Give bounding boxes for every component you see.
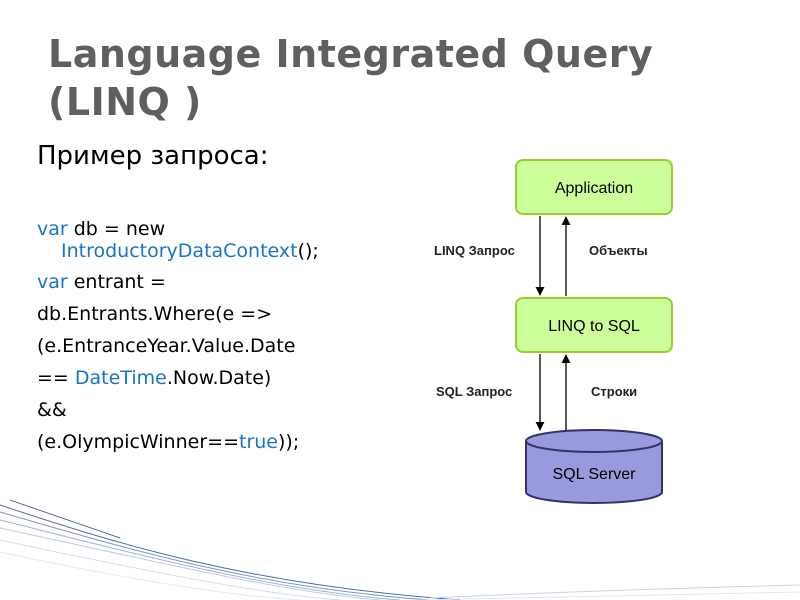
code-keyword: var [37,271,68,293]
code-line-3: var entrant = [37,266,397,298]
sql-query-label: SQL Запрос [436,384,512,399]
code-text: .Now.Date) [166,367,272,389]
code-line-2: IntroductoryDataContext(); [37,240,397,266]
code-line-6: == DateTime.Now.Date) [37,362,397,394]
objects-label: Объекты [589,243,648,258]
code-line-1: var db = new [37,214,397,240]
code-text: entrant = [67,271,166,293]
linq-query-label: LINQ Запрос [434,243,515,258]
code-keyword: true [239,431,278,453]
linq-to-sql-box [515,297,673,353]
linq-architecture-diagram: Application LINQ to SQL LINQ Запрос Объе… [434,159,673,504]
code-line-4: db.Entrants.Where(e => [37,303,273,325]
code-line-8: (e.OlympicWinner==true)); [37,426,397,458]
code-example: var db = new IntroductoryDataContext(); … [37,214,397,458]
slide-subtitle: Пример запроса: [37,141,269,171]
code-type: IntroductoryDataContext [61,240,298,262]
rows-label: Строки [591,384,637,399]
code-type: DateTime [74,367,167,389]
application-label: Application [555,180,633,197]
code-text: )); [278,431,300,453]
linq-to-sql-label: LINQ to SQL [548,318,640,335]
code-text: == [37,367,75,389]
code-text: db = new [67,218,166,240]
code-line-5: (e.EntranceYear.Value.Date [37,335,296,357]
application-box [515,159,673,215]
slide-title: Language Integrated Query (LINQ ) [48,32,654,124]
sql-server-label: SQL Server [553,466,637,483]
code-keyword: var [37,218,68,240]
sql-server-database-icon [525,429,663,504]
decorative-swoosh [0,499,800,600]
code-line-7: && [37,399,67,421]
code-text: (); [297,240,319,262]
code-text: (e.OlympicWinner== [37,431,239,453]
